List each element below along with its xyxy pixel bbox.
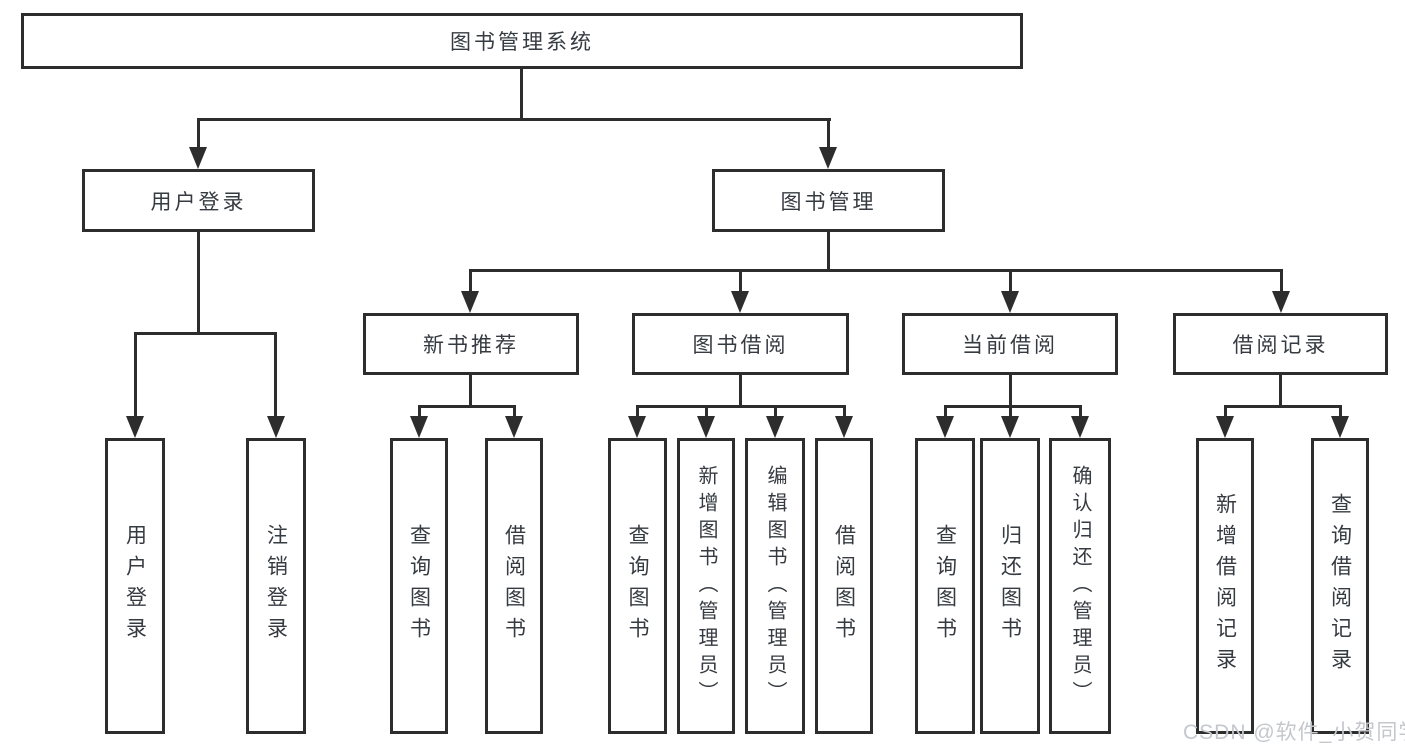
connector-line <box>1280 269 1283 293</box>
leaf-logout: 注销登录 <box>246 438 306 734</box>
connector-arrowhead <box>1331 416 1349 438</box>
connector-line <box>636 405 845 408</box>
connector-arrowhead <box>461 291 479 313</box>
connector-arrowhead <box>126 416 144 438</box>
connector-arrowhead <box>835 416 853 438</box>
connector-line <box>469 269 1283 272</box>
leaf-return-books: 归还图书 <box>980 438 1040 734</box>
leaf-query-borrow-record: 查询借阅记录 <box>1311 438 1369 734</box>
node-root: 图书管理系统 <box>21 13 1023 69</box>
connector-arrowhead <box>819 147 837 169</box>
connector-line <box>636 405 639 420</box>
leaf-edit-books-admin: 编辑图书（管理员） <box>745 438 805 734</box>
connector-line <box>1224 405 1227 420</box>
connector-arrowhead <box>1272 291 1290 313</box>
connector-arrowhead <box>1071 416 1089 438</box>
node-book-borrow: 图书借阅 <box>632 313 849 375</box>
connector-arrowhead <box>766 416 784 438</box>
connector-arrowhead <box>505 416 523 438</box>
leaf-confirm-return-admin: 确认归还（管理员） <box>1049 438 1111 734</box>
node-current-borrow: 当前借阅 <box>902 313 1118 375</box>
leaf-borrow-books: 借阅图书 <box>815 438 873 734</box>
leaf-borrow-books-recommend: 借阅图书 <box>485 438 543 734</box>
connector-arrowhead <box>628 416 646 438</box>
node-book-management: 图书管理 <box>712 169 945 232</box>
connector-line <box>739 269 742 293</box>
connector-line <box>197 118 831 121</box>
connector-arrowhead <box>267 416 285 438</box>
leaf-query-books-borrow: 查询图书 <box>608 438 667 734</box>
node-borrow-records: 借阅记录 <box>1173 313 1388 375</box>
connector-arrowhead <box>697 416 715 438</box>
leaf-query-books-recommend: 查询图书 <box>390 438 448 734</box>
connector-line <box>705 405 708 420</box>
connector-line <box>1224 405 1341 408</box>
connector-arrowhead <box>189 147 207 169</box>
connector-line <box>469 375 472 407</box>
connector-line <box>197 232 200 334</box>
connector-line <box>1279 375 1282 407</box>
connector-line <box>520 69 523 119</box>
node-new-book-recommend: 新书推荐 <box>363 313 579 375</box>
connector-arrowhead <box>410 416 428 438</box>
connector-line <box>134 332 277 335</box>
connector-line <box>513 405 516 420</box>
connector-arrowhead <box>1001 416 1019 438</box>
connector-line <box>134 332 137 418</box>
connector-arrowhead <box>1216 416 1234 438</box>
connector-line <box>1079 405 1082 420</box>
leaf-query-books-current: 查询图书 <box>915 438 975 734</box>
connector-line <box>843 405 846 420</box>
connector-line <box>827 232 830 271</box>
connector-line <box>739 375 742 407</box>
connector-line <box>1339 405 1342 420</box>
connector-arrowhead <box>1001 291 1019 313</box>
csdn-watermark: CSDN @软件_小贺同学 <box>1183 721 1405 744</box>
connector-line <box>944 405 947 420</box>
leaf-user-login: 用户登录 <box>105 438 165 734</box>
leaf-add-borrow-record: 新增借阅记录 <box>1196 438 1254 734</box>
connector-arrowhead <box>731 291 749 313</box>
connector-line <box>827 118 830 150</box>
connector-line <box>274 332 277 418</box>
connector-line <box>469 269 472 293</box>
connector-line <box>1009 405 1012 420</box>
connector-line <box>774 405 777 420</box>
connector-line <box>944 405 1081 408</box>
node-user-login: 用户登录 <box>82 169 315 232</box>
connector-line <box>418 405 421 420</box>
connector-arrowhead <box>936 416 954 438</box>
connector-line <box>1009 269 1012 293</box>
connector-line <box>197 118 200 150</box>
leaf-add-books-admin: 新增图书（管理员） <box>677 438 735 734</box>
connector-line <box>1009 375 1012 407</box>
connector-line <box>418 405 516 408</box>
